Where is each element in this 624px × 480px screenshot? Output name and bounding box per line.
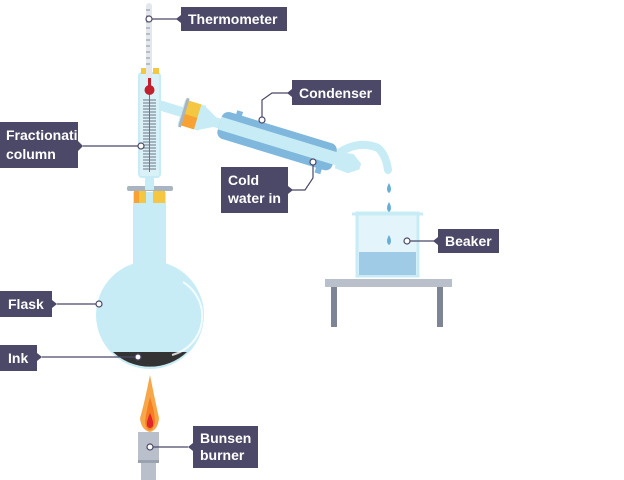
label-flask: Flask bbox=[0, 291, 103, 317]
label-fractionating-column: Fractionating column bbox=[0, 122, 145, 168]
label-ink: Ink bbox=[0, 345, 142, 371]
label-bunsen-burner: Bunsen burner bbox=[146, 426, 258, 468]
label-cold-water-in: Cold water in bbox=[221, 158, 317, 213]
bunsen-burner bbox=[138, 375, 159, 480]
label-beaker: Beaker bbox=[403, 229, 499, 253]
ink-label: Ink bbox=[8, 350, 28, 366]
thermometer bbox=[144, 3, 155, 95]
beaker bbox=[352, 211, 423, 278]
flask bbox=[96, 186, 204, 369]
fractionating-label-line1: Fractionating bbox=[6, 127, 95, 143]
flask-label: Flask bbox=[8, 296, 44, 312]
table bbox=[325, 279, 452, 327]
water-drops bbox=[387, 183, 391, 245]
fractionating-label-line2: column bbox=[6, 146, 56, 162]
beaker-label: Beaker bbox=[445, 233, 492, 249]
condenser-label: Condenser bbox=[299, 85, 373, 101]
condenser bbox=[146, 96, 392, 175]
bunsen-label-line1: Bunsen bbox=[200, 430, 251, 446]
cold-water-label-line2: water in bbox=[227, 190, 281, 206]
cold-water-label-line1: Cold bbox=[228, 172, 259, 188]
label-condenser: Condenser bbox=[258, 80, 381, 124]
label-thermometer: Thermometer bbox=[145, 7, 287, 31]
bunsen-label-line2: burner bbox=[200, 447, 245, 463]
thermometer-label: Thermometer bbox=[188, 11, 278, 27]
